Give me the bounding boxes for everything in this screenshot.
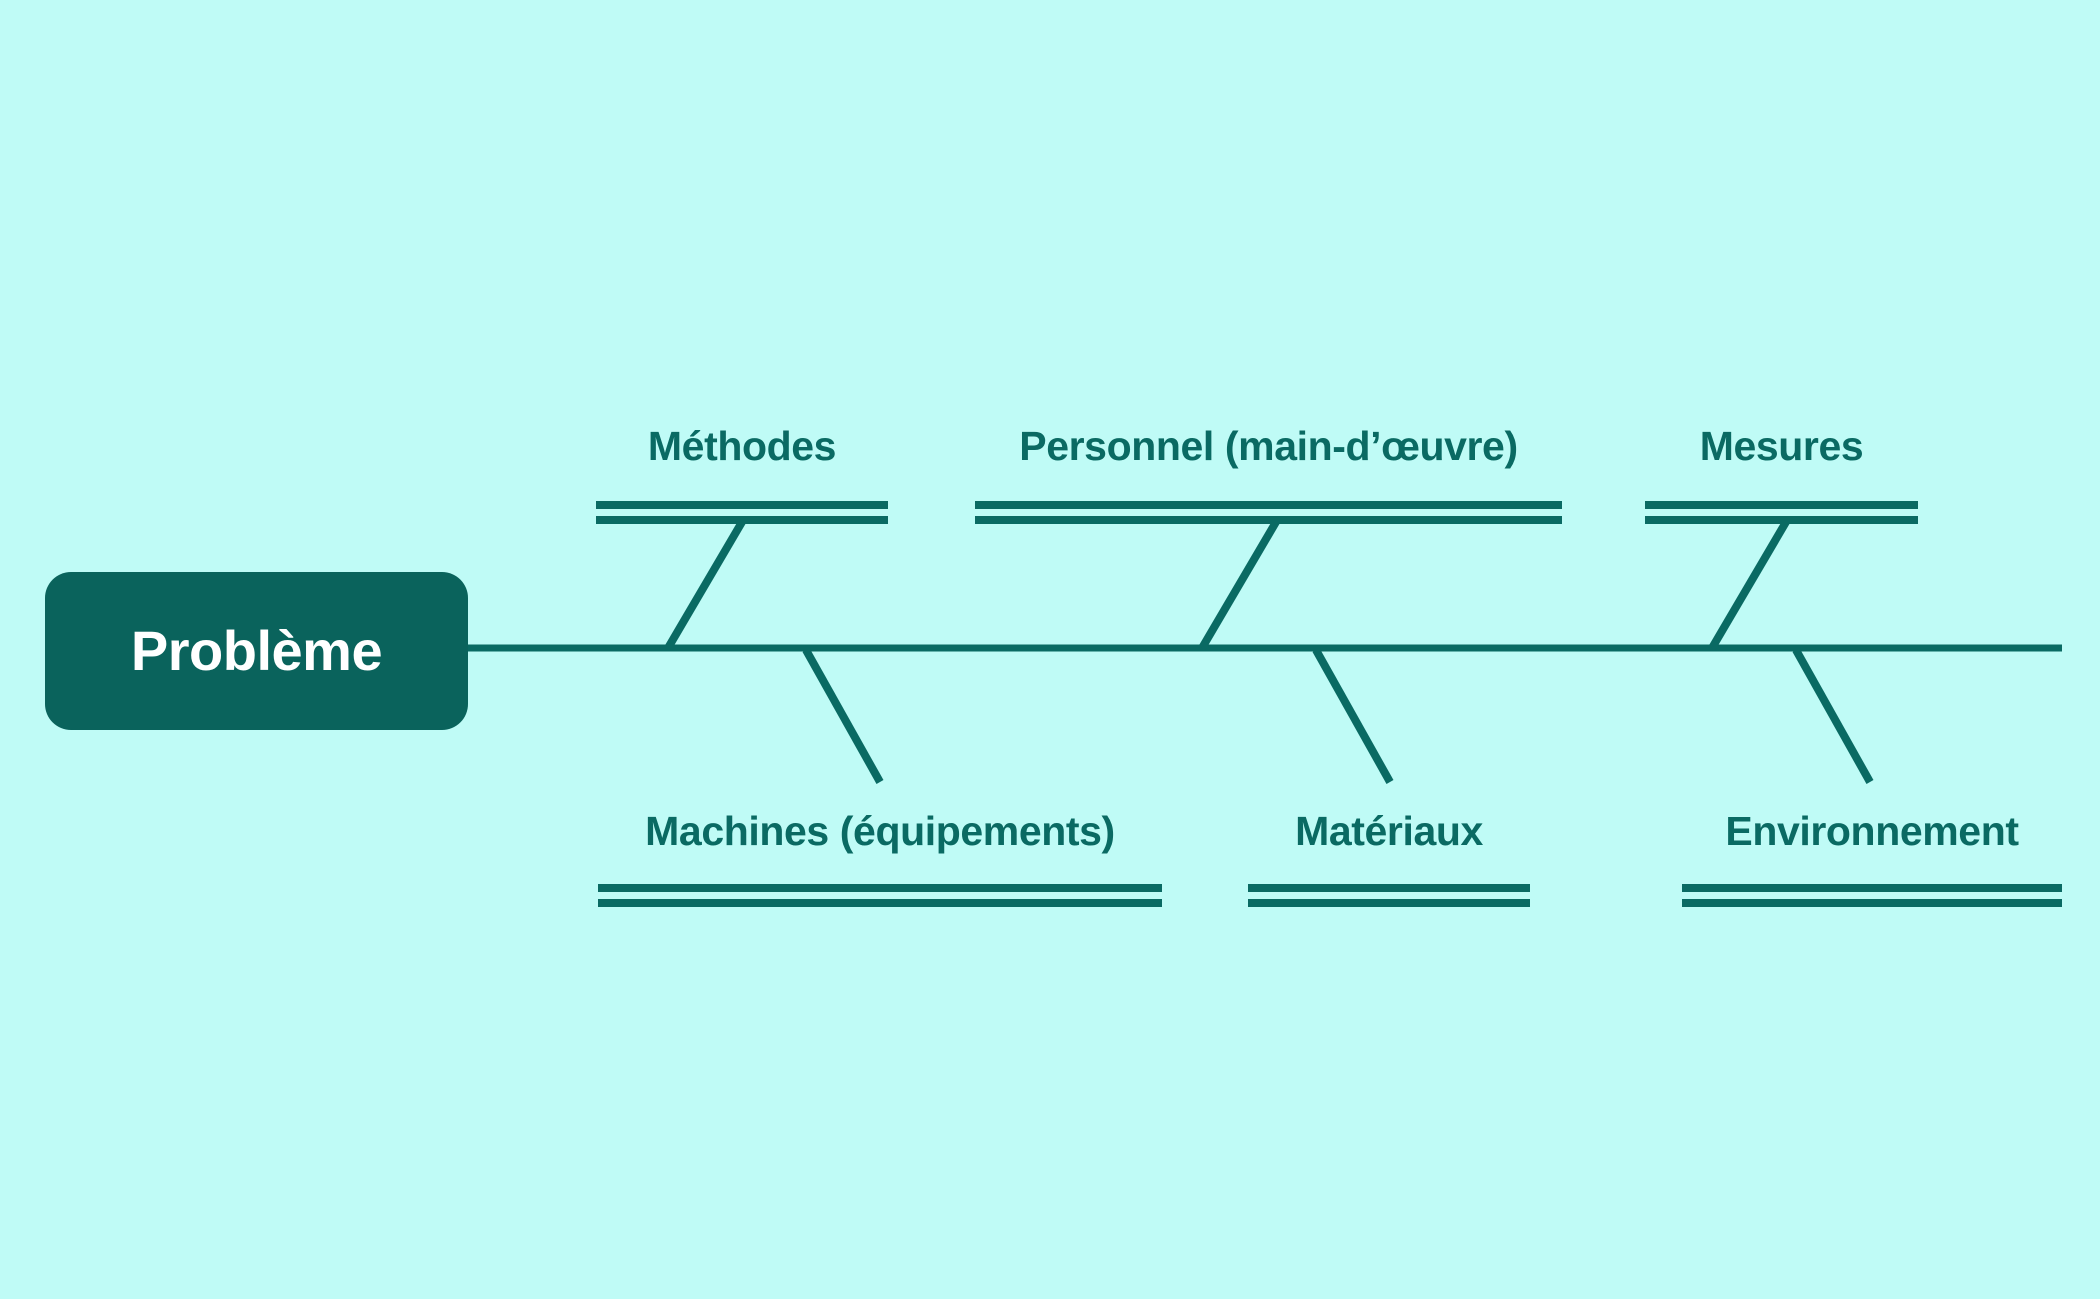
- category-label-environnement[interactable]: Environnement: [1725, 808, 2019, 854]
- bone-line-methodes: [664, 519, 746, 651]
- bone-line-environnement: [1792, 648, 1874, 784]
- problem-box[interactable]: Problème: [45, 572, 468, 730]
- category-label-materiaux[interactable]: Matériaux: [1295, 808, 1483, 854]
- category-label-mesures[interactable]: Mesures: [1699, 423, 1864, 469]
- bone-line-materiaux: [1312, 648, 1394, 784]
- category-label-personnel[interactable]: Personnel (main-d’œuvre): [1019, 423, 1518, 469]
- category-label-methodes[interactable]: Méthodes: [647, 423, 837, 469]
- bone-line-mesures: [1708, 519, 1790, 651]
- category-label-machines[interactable]: Machines (équipements): [645, 808, 1115, 854]
- bone-line-personnel: [1198, 519, 1280, 651]
- bone-line-machines: [802, 648, 884, 784]
- problem-box-label: Problème: [130, 619, 383, 682]
